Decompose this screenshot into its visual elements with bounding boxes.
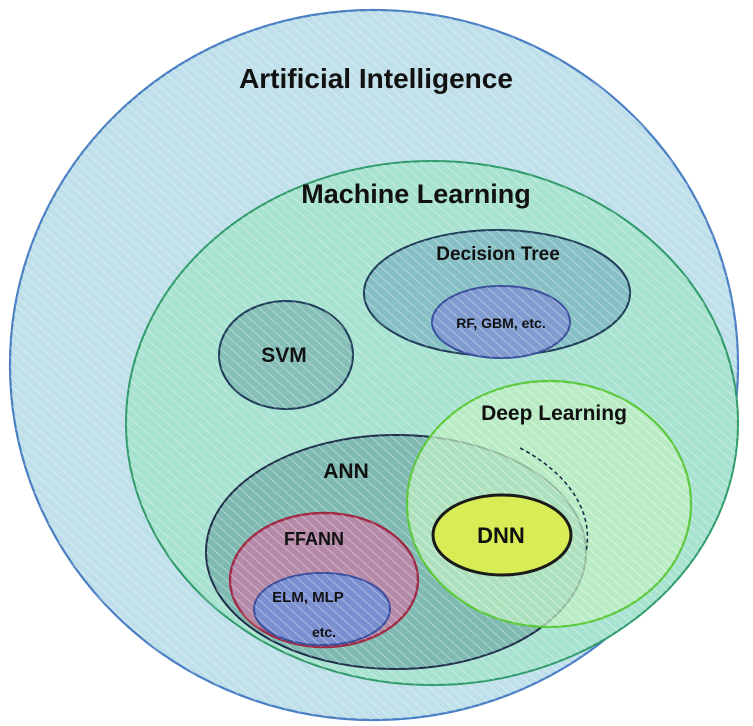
ffann-label: FFANN: [284, 529, 344, 549]
dnn-label: DNN: [477, 523, 525, 548]
rf-gbm-label: RF, GBM, etc.: [456, 315, 545, 331]
svm-hatch: [219, 301, 353, 409]
rf-gbm-hatch: [432, 286, 570, 358]
svm-set: SVM: [218, 300, 354, 410]
ann-label: ANN: [323, 460, 369, 483]
elm-mlp-label-line1: ELM, MLP: [272, 589, 344, 606]
elm-mlp-set: ELM, MLP etc.: [253, 572, 391, 646]
ml-label: Machine Learning: [301, 179, 531, 209]
decision-tree-label: Decision Tree: [436, 244, 560, 265]
deep-learning-label: Deep Learning: [481, 402, 627, 425]
dnn-ellipse: [431, 493, 573, 577]
deep-learning-set: Deep Learning: [405, 379, 693, 629]
elm-mlp-label-line2: etc.: [312, 624, 336, 640]
ann-dashed-boundary: [519, 447, 589, 553]
svm-label: SVM: [261, 344, 307, 367]
rf-gbm-set: RF, GBM, etc.: [431, 285, 571, 359]
dnn-set: DNN: [431, 493, 573, 577]
ai-label: Artificial Intelligence: [239, 63, 513, 94]
elm-mlp-hatch: [254, 573, 390, 645]
